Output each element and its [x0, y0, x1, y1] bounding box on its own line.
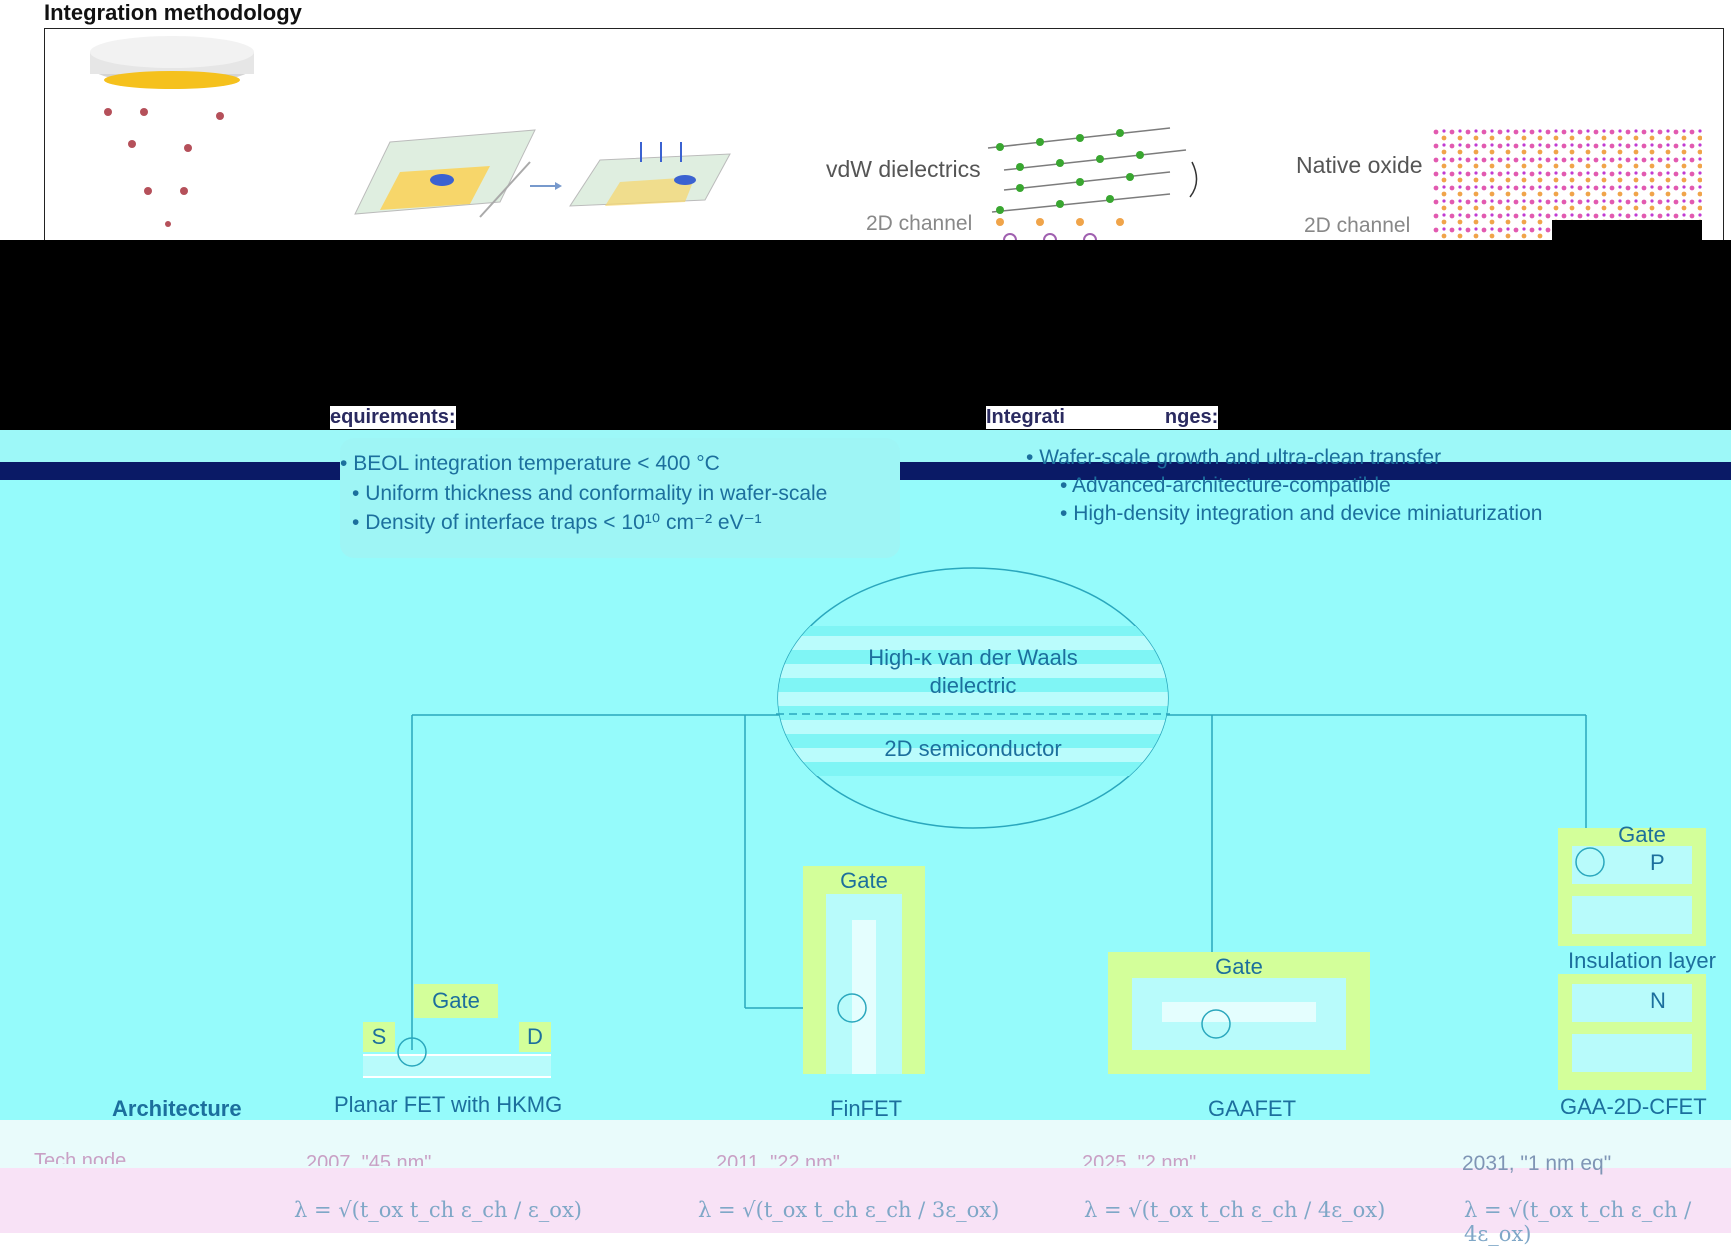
drain-label: D [527, 1024, 543, 1049]
planar-zoom-circle [397, 1037, 427, 1067]
vdw-dielectrics-label: vdW dielectrics [826, 156, 981, 182]
drain-block [519, 1022, 551, 1052]
finfet-zoom-circle [837, 993, 867, 1023]
formula-cfet: λ = √(t_ox t_ch ε_ch / 4ε_ox) [1464, 1198, 1692, 1246]
formula-planar: λ = √(t_ox t_ch ε_ch / ε_ox) [294, 1198, 582, 1222]
cfet-zoom-circle [1575, 847, 1605, 877]
source-block [363, 1022, 395, 1052]
finfet-gate-label: Gate [840, 868, 888, 893]
gaafet-channel [1162, 1002, 1316, 1022]
node-gaafet: 2025, "2 nm" [1082, 1152, 1197, 1166]
planar-gate-block [414, 984, 498, 1018]
insulation-label: Insulation layer [1568, 948, 1716, 973]
challenge-item-2: Advanced-architecture-compatible [1072, 474, 1391, 497]
arch-name-gaafet: GAAFET [1208, 1096, 1297, 1121]
node-cfet: 2031, "1 nm eq" [1462, 1152, 1612, 1175]
node-planar: 2007, "45 nm" [306, 1152, 432, 1166]
arch-name-planar: Planar FET with HKMG [334, 1092, 563, 1117]
challenge-item-1: Wafer-scale growth and ultra-clean trans… [1039, 446, 1442, 469]
gaafet-zoom-circle [1201, 1009, 1231, 1039]
vdw-stack-illustration [987, 127, 1198, 240]
cfet-p-channel-1 [1572, 846, 1692, 884]
native-oxide-illustration [1432, 128, 1702, 240]
p-label: P [1650, 850, 1665, 875]
finfet-fin [852, 920, 876, 1074]
req-item-3: Density of interface traps < 10¹⁰ cm⁻² e… [365, 511, 762, 534]
arch-name-cfet: GAA-2D-CFET [1560, 1094, 1707, 1119]
tech-node-row [0, 1120, 1731, 1168]
formula-row [0, 1168, 1731, 1233]
challenges-heading-right: nges: [1164, 406, 1219, 428]
planar-gate-label: Gate [432, 988, 480, 1013]
formula-gaafet: λ = √(t_ox t_ch ε_ch / 4ε_ox) [1084, 1198, 1386, 1222]
architecture-row-label: Architecture [112, 1096, 242, 1121]
transfer-illustration [354, 129, 731, 218]
native-oxide-label: Native oxide [1296, 152, 1423, 178]
planar-channel [363, 1054, 551, 1078]
requirements-heading: equirements: [330, 406, 456, 428]
dielectric-label: High-κ van der Waals dielectric [868, 645, 1078, 698]
requirements-box [340, 438, 900, 558]
occluded-band [0, 240, 1731, 430]
cfet-n-channel-2 [1572, 1034, 1692, 1072]
section-title: Integration methodology [44, 0, 302, 25]
center-stack-ellipse [776, 567, 1170, 829]
req-item-2: Uniform thickness and conformality in wa… [365, 482, 828, 505]
challenge-item-3: High-density integration and device mini… [1073, 502, 1543, 525]
node-finfet: 2011, "22 nm" [716, 1152, 840, 1166]
tech-node-row-label: Tech node [34, 1150, 127, 1164]
gaafet-gate-label: Gate [1215, 954, 1263, 979]
n-label: N [1650, 988, 1666, 1013]
vdw-channel-label: 2D channel [866, 212, 973, 235]
native-channel-label: 2D channel [1304, 214, 1411, 237]
source-label: S [371, 1024, 387, 1049]
arch-name-finfet: FinFET [830, 1096, 903, 1121]
req-item-1: BEOL integration temperature < 400 °C [353, 452, 720, 475]
formula-finfet: λ = √(t_ox t_ch ε_ch / 3ε_ox) [698, 1198, 1000, 1222]
cfet-gate-label: Gate [1618, 822, 1666, 847]
cfet-p-channel-2 [1572, 896, 1692, 934]
ald-illustration [90, 36, 254, 227]
cfet-n-channel-1 [1572, 984, 1692, 1022]
challenges-heading-left: Integrati [986, 406, 1065, 428]
semiconductor-label: 2D semiconductor [884, 736, 1062, 761]
